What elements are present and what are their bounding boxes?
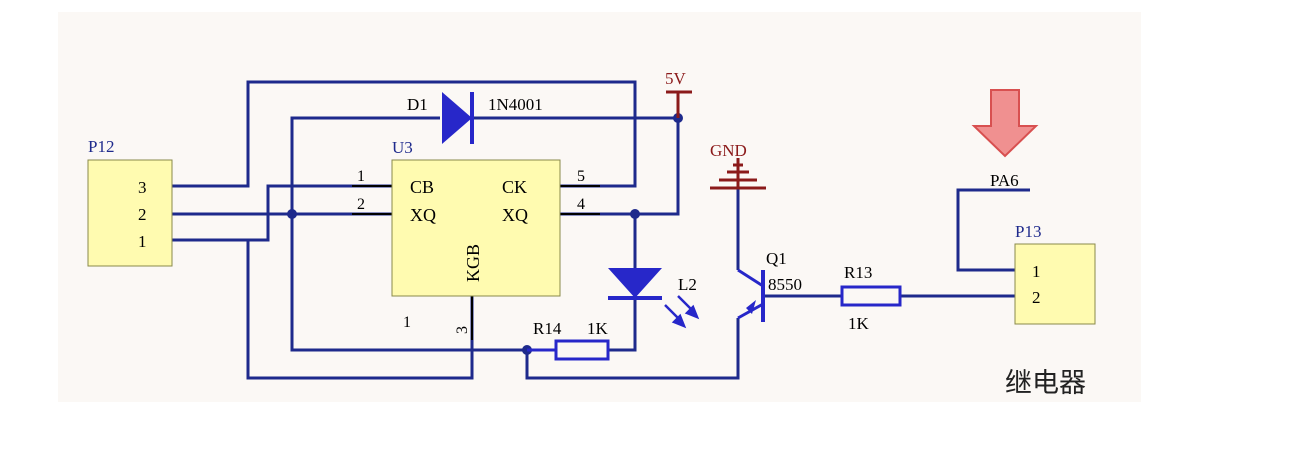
- wire-d1-left: [290, 116, 527, 352]
- ground-symbol: GND: [710, 141, 766, 190]
- u3-pin-xq-left: XQ: [410, 205, 436, 225]
- p12-pin-3: 3: [138, 178, 147, 197]
- u3-pin3-num: 3: [454, 326, 471, 334]
- pa6-label: PA6: [990, 171, 1019, 190]
- p13-designator: P13: [1015, 222, 1041, 241]
- d1-value: 1N4001: [488, 95, 543, 114]
- resistor-r13: R13 1K: [840, 263, 902, 333]
- diode-d1: D1 1N4001: [407, 92, 543, 144]
- gnd-label: GND: [710, 141, 747, 160]
- connector-p13: P13 1 2: [1014, 222, 1096, 325]
- wire-pa6-to-p13: [956, 188, 1030, 272]
- resistor-r14: R14 1K: [527, 319, 610, 361]
- p13-pin-2: 2: [1032, 288, 1041, 307]
- p12-designator: P12: [88, 137, 114, 156]
- u3-pin-cb: CB: [410, 177, 434, 197]
- diode-icon: [442, 92, 472, 144]
- u3-pin4-num: 4: [577, 196, 585, 213]
- u3-pin2-num: 2: [357, 196, 365, 213]
- p12-pin-2: 2: [138, 205, 147, 224]
- caption-text: 继电器: [1005, 368, 1086, 399]
- u3-extra-label: 1: [403, 314, 411, 331]
- wire-p12-pin3-to-ck: [172, 80, 637, 188]
- r14-designator: R14: [533, 319, 562, 338]
- led-l2: L2: [608, 268, 700, 329]
- wire-r14-to-q1: [525, 318, 740, 380]
- led-icon: [608, 268, 662, 298]
- q1-designator: Q1: [766, 249, 787, 268]
- u3-pin-ck: CK: [502, 177, 527, 197]
- u3-pin1-num: 1: [357, 168, 365, 185]
- d1-designator: D1: [407, 95, 428, 114]
- junction-dot: [287, 209, 297, 219]
- r14-value: 1K: [587, 319, 609, 338]
- q1-value: 8550: [768, 275, 802, 294]
- p12-pin-1: 1: [138, 232, 147, 251]
- net-pa6: PA6: [971, 89, 1039, 190]
- transistor-q1: Q1 8550: [737, 249, 802, 322]
- u3-pin-xq-right: XQ: [502, 205, 528, 225]
- u3-pin5-num: 5: [577, 168, 585, 185]
- l2-designator: L2: [678, 275, 697, 294]
- p13-pin-1: 1: [1032, 262, 1041, 281]
- pin-stubs: [352, 185, 600, 340]
- connector-p12: P12 3 2 1: [87, 137, 173, 267]
- wire-p12-pin1-to-cb: [172, 184, 392, 242]
- u3-pin-kgb: KGB: [463, 244, 483, 282]
- junction-dot: [630, 209, 640, 219]
- wire-led-to-r14: [608, 298, 637, 352]
- ic-u3: U3 1 2 CB XQ 5 4 CK XQ KGB 3 1: [357, 138, 585, 334]
- vcc-label: 5V: [665, 69, 687, 88]
- r13-value: 1K: [848, 314, 870, 333]
- power-5v: 5V: [665, 69, 692, 118]
- down-arrow-icon: [971, 89, 1039, 158]
- schematic-panel: [58, 12, 1141, 402]
- u3-designator: U3: [392, 138, 413, 157]
- r13-designator: R13: [844, 263, 872, 282]
